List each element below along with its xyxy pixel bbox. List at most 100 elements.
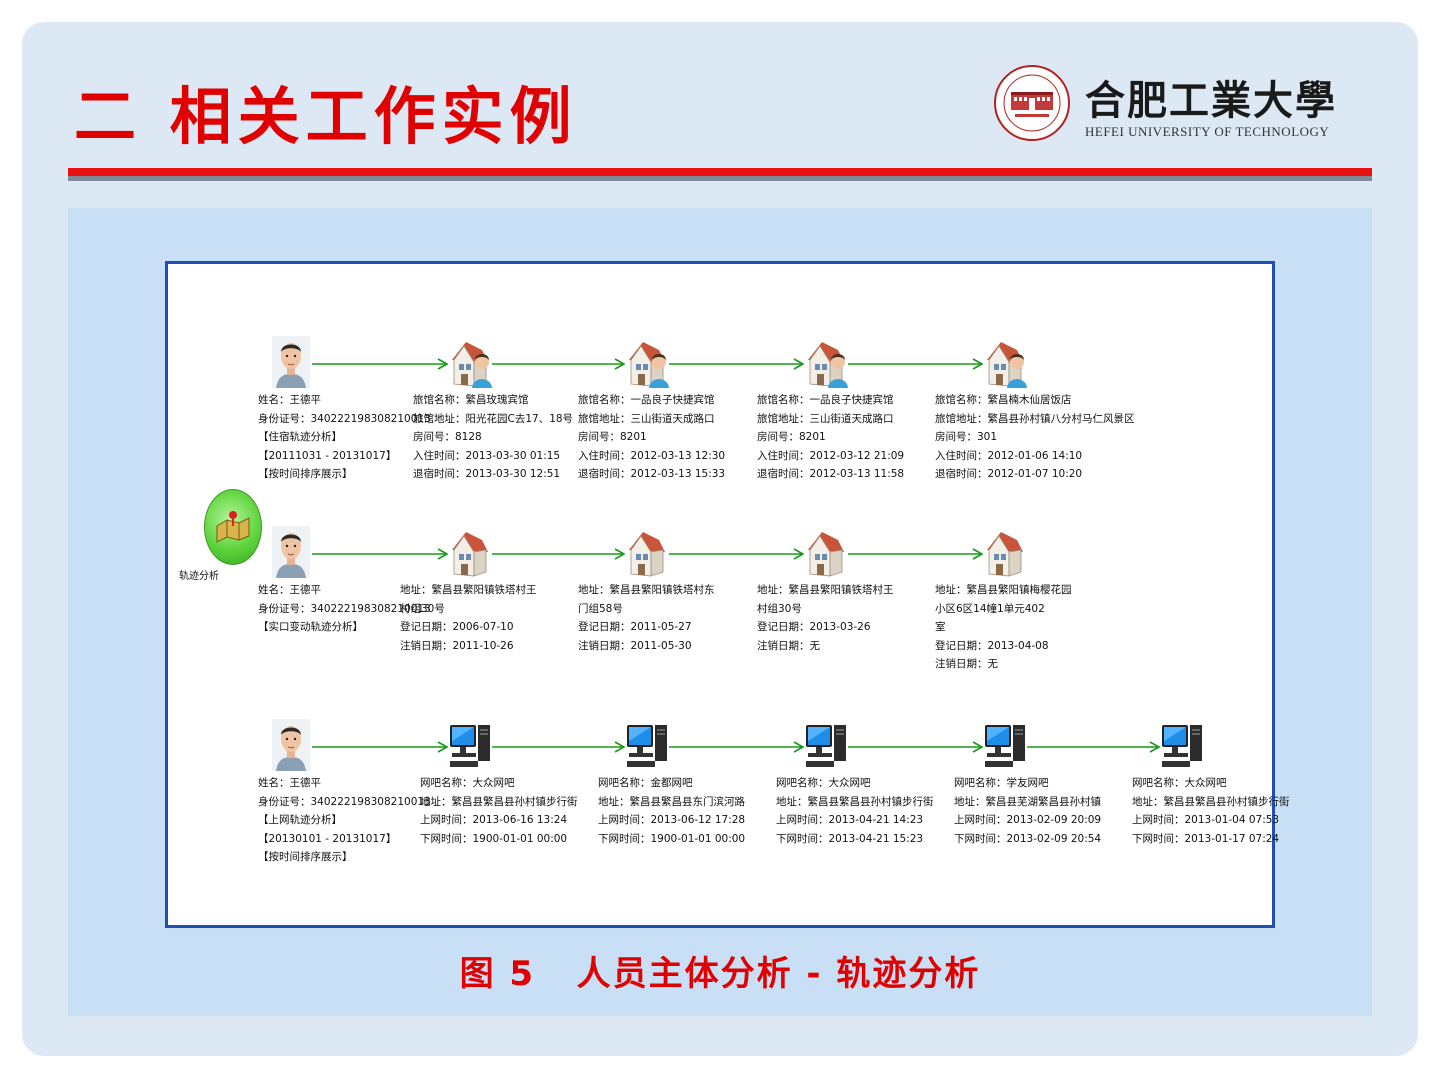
node-info-line: 注销日期：2011-05-30 [578, 637, 715, 656]
node-info-line: 旅馆地址：三山街道天成路口 [578, 410, 725, 429]
figure-caption: 图 5 人员主体分析 - 轨迹分析 [0, 946, 1440, 995]
node-info-line: 下网时间：1900-01-01 00:00 [420, 830, 578, 849]
trajectory-analysis-button[interactable] [204, 489, 262, 565]
node-info-line: 房间号：301 [935, 428, 1135, 447]
node-info-line: 退宿时间：2012-01-07 10:20 [935, 465, 1135, 484]
trajectory-node-info: 网吧名称：金都网吧地址：繁昌县繁昌县东门滨河路上网时间：2013-06-12 1… [598, 774, 745, 848]
person-info: 姓名：王德平身份证号：340222198308210013【住宿轨迹分析】【20… [258, 391, 431, 484]
node-info-line: 旅馆名称：繁昌玫瑰宾馆 [413, 391, 573, 410]
person-info-line: 姓名：王德平 [258, 774, 431, 793]
node-info-line: 注销日期：2011-10-26 [400, 637, 537, 656]
university-name-en: HEFEI UNIVERSITY OF TECHNOLOGY [1085, 124, 1329, 140]
node-info-line: 旅馆地址：三山街道天成路口 [757, 410, 904, 429]
node-info-line: 下网时间：2013-02-09 20:54 [954, 830, 1101, 849]
trajectory-arrow [492, 548, 625, 560]
computer-icon[interactable] [983, 719, 1027, 771]
trajectory-arrow [848, 358, 983, 370]
person-info-line: 身份证号：340222198308210013 [258, 410, 431, 429]
trajectory-node-info: 网吧名称：学友网吧地址：繁昌县芜湖繁昌县孙村镇上网时间：2013-02-09 2… [954, 774, 1101, 848]
house-icon[interactable] [983, 526, 1027, 578]
trajectory-analysis-label: 轨迹分析 [164, 567, 234, 582]
node-info-line: 上网时间：2013-04-21 14:23 [776, 811, 934, 830]
node-info-line: 网吧名称：大众网吧 [420, 774, 578, 793]
person-info-line: 【按时间排序展示】 [258, 848, 431, 867]
node-info-line: 上网时间：2013-06-16 13:24 [420, 811, 578, 830]
node-info-line: 退宿时间：2012-03-13 15:33 [578, 465, 725, 484]
person-info-line: 【20130101 - 20131017】 [258, 830, 431, 849]
trajectory-arrow [669, 358, 804, 370]
house-icon[interactable] [804, 526, 848, 578]
node-info-line: 入住时间：2012-03-13 12:30 [578, 447, 725, 466]
node-info-line: 地址：繁昌县繁阳镇铁塔村东 [578, 581, 715, 600]
computer-icon[interactable] [625, 719, 669, 771]
node-info-line: 退宿时间：2013-03-30 12:51 [413, 465, 573, 484]
node-info-line: 入住时间：2012-03-12 21:09 [757, 447, 904, 466]
trajectory-arrow [312, 358, 448, 370]
trajectory-arrow [669, 548, 804, 560]
node-info-line: 网吧名称：大众网吧 [1132, 774, 1290, 793]
house-icon[interactable] [448, 526, 492, 578]
university-seal-icon [993, 64, 1071, 142]
node-info-line: 室 [935, 618, 1072, 637]
node-info-line: 小区6区14幢1单元402 [935, 600, 1072, 619]
node-info-line: 地址：繁昌县繁阳镇铁塔村王 [400, 581, 537, 600]
node-info-line: 上网时间：2013-02-09 20:09 [954, 811, 1101, 830]
person-info-line: 【住宿轨迹分析】 [258, 428, 431, 447]
node-info-line: 旅馆名称：繁昌楠木仙居饭店 [935, 391, 1135, 410]
university-logo: 合肥工業大學 HEFEI UNIVERSITY OF TECHNOLOGY [993, 64, 1373, 144]
node-info-line: 网吧名称：金都网吧 [598, 774, 745, 793]
house-person-icon[interactable] [983, 336, 1027, 388]
node-info-line: 登记日期：2011-05-27 [578, 618, 715, 637]
person-info-line: 身份证号：340222198308210013 [258, 793, 431, 812]
person-info-line: 姓名：王德平 [258, 391, 431, 410]
node-info-line: 网吧名称：学友网吧 [954, 774, 1101, 793]
node-info-line: 入住时间：2013-03-30 01:15 [413, 447, 573, 466]
figure-frame: 轨迹分析 姓名：王德平身份证号：340222198308210013【住宿轨迹分… [165, 261, 1275, 928]
trajectory-node-info: 网吧名称：大众网吧地址：繁昌县繁昌县孙村镇步行街上网时间：2013-06-16 … [420, 774, 578, 848]
node-info-line: 地址：繁昌县繁阳镇梅樱花园 [935, 581, 1072, 600]
node-info-line: 村组30号 [400, 600, 537, 619]
person-photo[interactable] [272, 719, 310, 771]
person-info-line: 【按时间排序展示】 [258, 465, 431, 484]
house-person-icon[interactable] [804, 336, 848, 388]
computer-icon[interactable] [804, 719, 848, 771]
title-divider-red [68, 168, 1372, 176]
node-info-line: 房间号：8201 [578, 428, 725, 447]
node-info-line: 地址：繁昌县繁昌县孙村镇步行街 [776, 793, 934, 812]
trajectory-arrow [669, 741, 804, 753]
university-name-cn: 合肥工業大學 [1085, 68, 1337, 126]
computer-icon[interactable] [448, 719, 492, 771]
node-info-line: 旅馆名称：一品良子快捷宾馆 [578, 391, 725, 410]
person-info: 姓名：王德平身份证号：340222198308210013【上网轨迹分析】【20… [258, 774, 431, 867]
house-icon[interactable] [625, 526, 669, 578]
person-info-line: 【上网轨迹分析】 [258, 811, 431, 830]
page-title: 二 相关工作实例 [74, 66, 578, 156]
node-info-line: 地址：繁昌县繁昌县东门滨河路 [598, 793, 745, 812]
node-info-line: 地址：繁昌县繁昌县孙村镇步行街 [1132, 793, 1290, 812]
node-info-line: 地址：繁昌县芜湖繁昌县孙村镇 [954, 793, 1101, 812]
house-person-icon[interactable] [448, 336, 492, 388]
person-photo[interactable] [272, 336, 310, 388]
trajectory-arrow [1027, 741, 1160, 753]
trajectory-map-icon [204, 489, 262, 565]
trajectory-node-info: 网吧名称：大众网吧地址：繁昌县繁昌县孙村镇步行街上网时间：2013-01-04 … [1132, 774, 1290, 848]
trajectory-node-info: 网吧名称：大众网吧地址：繁昌县繁昌县孙村镇步行街上网时间：2013-04-21 … [776, 774, 934, 848]
trajectory-arrow [312, 548, 448, 560]
node-info-line: 下网时间：2013-01-17 07:24 [1132, 830, 1290, 849]
node-info-line: 旅馆名称：一品良子快捷宾馆 [757, 391, 904, 410]
house-person-icon[interactable] [625, 336, 669, 388]
person-photo[interactable] [272, 526, 310, 578]
trajectory-arrow [312, 741, 448, 753]
node-info-line: 注销日期：无 [757, 637, 894, 656]
person-info-line: 【20111031 - 20131017】 [258, 447, 431, 466]
node-info-line: 旅馆地址：阳光花园C去17、18号 [413, 410, 573, 429]
computer-icon[interactable] [1160, 719, 1204, 771]
node-info-line: 登记日期：2013-04-08 [935, 637, 1072, 656]
node-info-line: 房间号：8201 [757, 428, 904, 447]
title-divider-gray [68, 176, 1372, 181]
